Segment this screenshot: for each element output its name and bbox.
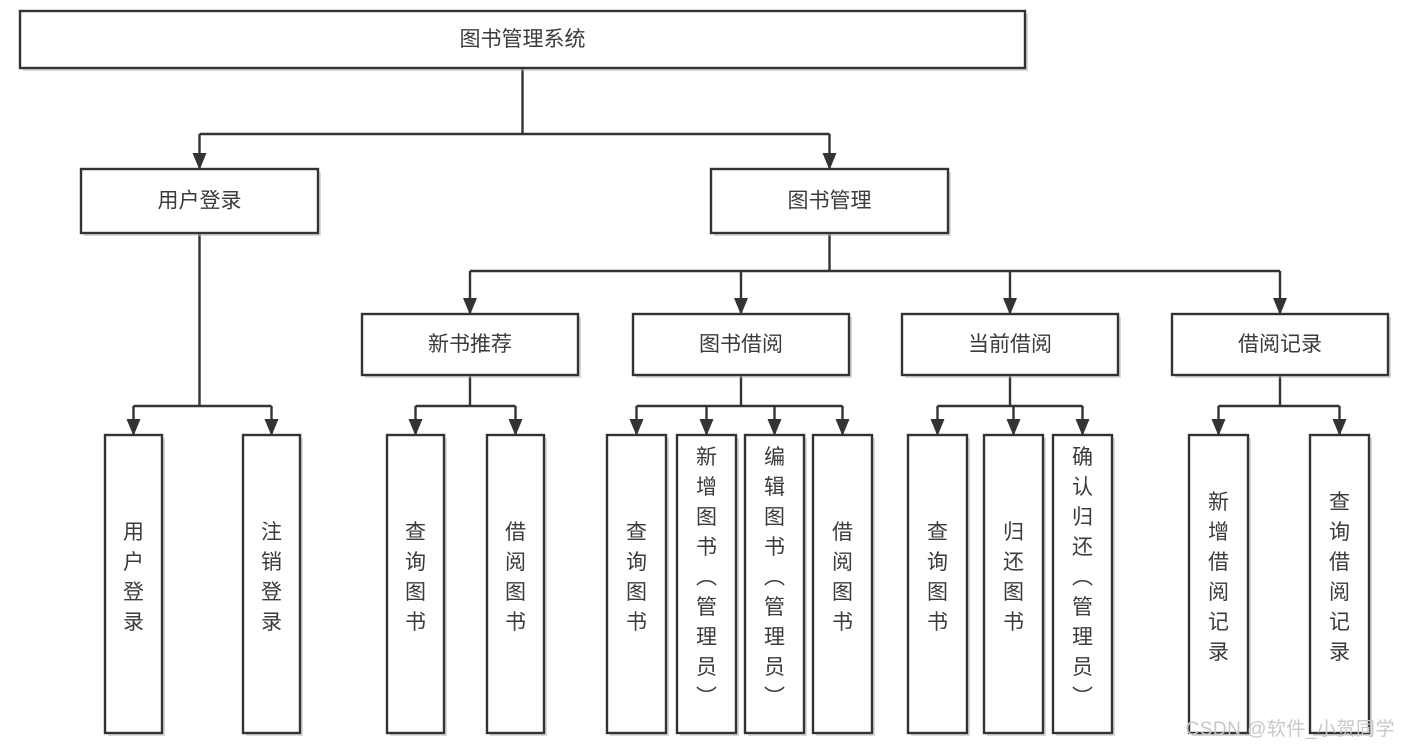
arrow-head-icon <box>1075 419 1090 436</box>
arrow-head-icon <box>835 419 850 436</box>
arrow-head-icon <box>1273 298 1287 315</box>
node-label: 查询图书 <box>927 521 948 634</box>
arrow-head-icon <box>699 419 714 436</box>
node-label: 当前借阅 <box>968 333 1052 356</box>
node-leaf-confirm-return[interactable]: 确认归还︵管理员︶ <box>1051 433 1115 736</box>
node-boxes: 图书管理系统用户登录图书管理新书推荐图书借阅当前借阅借阅记录用户登录注销登录查询… <box>18 9 1391 736</box>
arrow-head-icon <box>264 419 279 436</box>
node-leaf-borrow-book-recommend[interactable]: 借阅图书 <box>485 433 547 736</box>
node-leaf-add-book[interactable]: 新增图书︵管理员︶ <box>675 433 739 736</box>
arrow-head-icon <box>1006 419 1021 436</box>
node-label: 查询图书 <box>626 521 647 634</box>
node-label: 归还图书 <box>1003 521 1024 634</box>
node-label: 注销登录 <box>261 521 282 634</box>
node-leaf-query-borrow-record[interactable]: 查询借阅记录 <box>1308 433 1372 736</box>
arrow-head-icon <box>629 419 644 436</box>
node-label: 确认归还︵管理员︶ <box>1072 446 1093 709</box>
node-label: 新增借阅记录 <box>1208 491 1229 664</box>
node-label: 图书借阅 <box>699 333 783 356</box>
arrow-head-icon <box>508 419 523 436</box>
node-leaf-borrow-book[interactable]: 借阅图书 <box>811 433 875 736</box>
node-borrow-record[interactable]: 借阅记录 <box>1170 312 1391 378</box>
node-book-management[interactable]: 图书管理 <box>709 167 951 236</box>
node-leaf-query-book-current[interactable]: 查询图书 <box>906 433 970 736</box>
node-label: 图书管理系统 <box>460 28 586 51</box>
node-label: 新书推荐 <box>428 333 512 356</box>
node-label: 编辑图书︵管理员︶ <box>764 446 785 709</box>
node-label: 用户登录 <box>158 190 242 213</box>
node-label: 借阅图书 <box>505 521 526 634</box>
node-label: 查询借阅记录 <box>1329 491 1350 664</box>
node-leaf-edit-book[interactable]: 编辑图书︵管理员︶ <box>743 433 807 736</box>
node-root[interactable]: 图书管理系统 <box>18 9 1028 71</box>
node-new-book-recommend[interactable]: 新书推荐 <box>360 312 581 378</box>
arrow-head-icon <box>767 419 782 436</box>
connector-lines <box>126 68 1347 436</box>
node-leaf-query-book-recommend[interactable]: 查询图书 <box>385 433 447 736</box>
arrow-head-icon <box>1332 419 1347 436</box>
node-label: 借阅图书 <box>832 521 853 634</box>
node-book-borrow[interactable]: 图书借阅 <box>631 312 852 378</box>
arrow-head-icon <box>930 419 945 436</box>
arrow-head-icon <box>126 419 141 436</box>
arrow-head-icon <box>192 153 207 170</box>
arrow-head-icon <box>463 298 477 315</box>
arrow-head-icon <box>734 298 748 315</box>
node-label: 借阅记录 <box>1238 333 1322 356</box>
arrow-head-icon <box>1211 419 1226 436</box>
arrow-head-icon <box>1003 298 1017 315</box>
node-leaf-add-borrow-record[interactable]: 新增借阅记录 <box>1187 433 1251 736</box>
arrow-head-icon <box>822 153 837 170</box>
node-label: 查询图书 <box>405 521 426 634</box>
node-label: 新增图书︵管理员︶ <box>696 446 717 709</box>
node-leaf-user-login[interactable]: 用户登录 <box>103 433 165 736</box>
node-current-borrow[interactable]: 当前借阅 <box>900 312 1121 378</box>
node-leaf-logout[interactable]: 注销登录 <box>241 433 303 736</box>
node-label: 用户登录 <box>123 521 144 634</box>
node-leaf-return-book[interactable]: 归还图书 <box>982 433 1046 736</box>
node-user-login[interactable]: 用户登录 <box>79 167 321 236</box>
node-label: 图书管理 <box>788 190 872 213</box>
node-leaf-query-book-borrow[interactable]: 查询图书 <box>605 433 669 736</box>
arrow-head-icon <box>408 419 423 436</box>
